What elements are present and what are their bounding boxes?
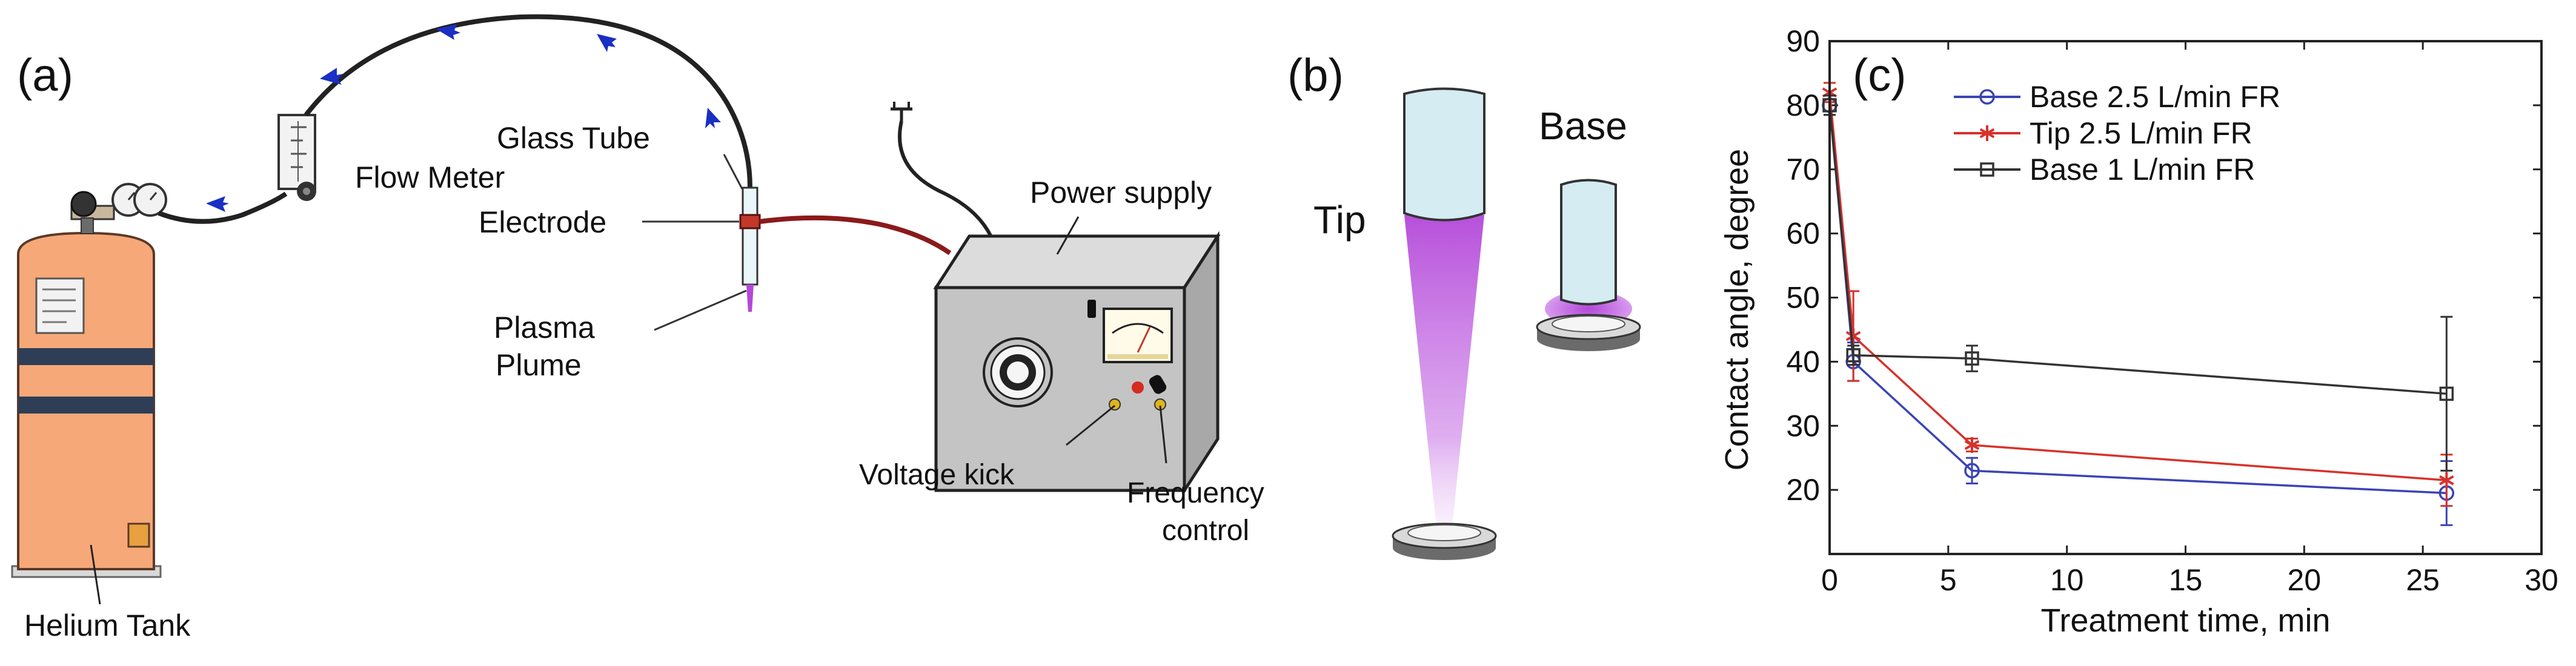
plasma-label-line2: Plume xyxy=(496,348,582,382)
gas-hose-arch xyxy=(304,14,752,188)
power-supply-box xyxy=(933,231,1221,496)
panel-a-setup-diagram: (a) xyxy=(11,14,1264,642)
frequency-leader xyxy=(1159,405,1167,464)
y-axis-label: Contact angle, degree xyxy=(1719,149,1755,470)
legend-entry-label: Base 1 L/min FR xyxy=(2030,153,2255,186)
x-tick-label: 30 xyxy=(2525,563,2558,597)
data-point xyxy=(2439,386,2454,401)
data-point xyxy=(1845,328,1861,345)
y-tick-label: 60 xyxy=(1786,217,1820,251)
tip-glass-tube xyxy=(1403,87,1486,222)
helium-tank-label: Helium Tank xyxy=(24,608,191,642)
base-sample xyxy=(1552,315,1625,332)
star-stroke xyxy=(1964,440,1980,450)
series-2 xyxy=(1822,94,2454,472)
power-supply-label: Power supply xyxy=(1030,176,1212,209)
plasma-leader xyxy=(654,289,747,331)
legend-entry-label: Tip 2.5 L/min FR xyxy=(2030,116,2252,150)
data-point xyxy=(1964,437,1980,453)
legend-entry-label: Base 2.5 L/min FR xyxy=(2030,80,2280,114)
series-line xyxy=(1828,105,2447,395)
base-glass-tube xyxy=(1560,179,1617,306)
series-line xyxy=(1828,92,2447,481)
legend-marker xyxy=(1980,162,1994,177)
tip-sample xyxy=(1407,524,1481,541)
legend-marker xyxy=(1979,89,1995,105)
voltage-kick-label: Voltage kick xyxy=(859,459,1015,491)
helium-tank-leader xyxy=(90,544,101,605)
y-tick-label: 70 xyxy=(1786,153,1820,186)
legend-marker xyxy=(1979,125,1995,141)
panel-b-tag: (b) xyxy=(1287,50,1344,101)
electrode-ring xyxy=(739,214,761,229)
panel-b-plasma-modes: (b) Tip Base xyxy=(1287,50,1641,560)
panel-a-tag: (a) xyxy=(17,50,73,101)
chart-ticks: 0 5 10 15 20 25 30 20 30 40 50 60 70 80 90 xyxy=(1786,24,2558,597)
analog-meter xyxy=(1103,308,1173,363)
data-point xyxy=(1965,351,1979,366)
base-mode-illustration xyxy=(1536,179,1641,351)
star-stroke xyxy=(1979,128,1995,139)
flow-meter xyxy=(277,114,316,201)
base-label: Base xyxy=(1539,104,1627,148)
chart-series xyxy=(1822,82,2455,526)
x-tick-label: 25 xyxy=(2406,563,2440,597)
star-stroke xyxy=(2439,475,2454,486)
y-tick-label: 50 xyxy=(1786,281,1820,315)
tip-mode-illustration xyxy=(1392,87,1497,560)
data-point xyxy=(1964,463,1980,479)
x-axis-label: Treatment time, min xyxy=(2040,602,2330,639)
x-tick-label: 5 xyxy=(1940,563,1957,597)
panel-c-tag: (c) xyxy=(1853,50,1907,101)
tip-label: Tip xyxy=(1313,198,1366,242)
data-point xyxy=(2439,472,2454,489)
y-tick-label: 80 xyxy=(1786,88,1820,122)
toggle-switch xyxy=(1087,300,1096,318)
y-tick-label: 20 xyxy=(1786,473,1820,507)
glass-tube-label: Glass Tube xyxy=(497,121,650,155)
flow-arrows xyxy=(206,24,721,212)
voltage-kick-leader xyxy=(1066,404,1115,446)
flow-meter-label: Flow Meter xyxy=(355,160,505,194)
frequency-knob xyxy=(1149,375,1167,394)
y-tick-label: 30 xyxy=(1786,409,1820,443)
voltage-kick-button xyxy=(1132,381,1144,394)
hv-cable xyxy=(759,215,952,256)
helium-tank xyxy=(11,183,167,578)
tip-plasma-plume xyxy=(1404,215,1484,533)
data-point xyxy=(1846,348,1861,363)
glass-tube-leader xyxy=(723,154,743,190)
glass-tube xyxy=(739,186,761,312)
panel-c-contact-angle-chart: (c) 0 5 10 15 20 25 30 20 30 40 50 60 70 80 90 Treatme… xyxy=(1719,24,2558,639)
star-stroke xyxy=(1845,331,1861,341)
frequency-label-line1: Frequency xyxy=(1127,477,1264,509)
power-cord xyxy=(898,120,995,243)
power-supply-leader xyxy=(1056,216,1080,255)
frequency-dial xyxy=(983,337,1053,407)
plasma-label-line1: Plasma xyxy=(494,311,595,345)
y-tick-label: 40 xyxy=(1786,345,1820,378)
x-tick-label: 0 xyxy=(1821,563,1838,597)
power-plug-icon xyxy=(891,102,912,121)
x-tick-label: 10 xyxy=(2050,563,2084,597)
x-tick-label: 15 xyxy=(2169,563,2203,597)
plot-area-frame xyxy=(1828,40,2543,555)
plasma-plume xyxy=(746,285,754,312)
x-tick-label: 20 xyxy=(2288,563,2322,597)
frequency-label-line2: control xyxy=(1162,515,1249,547)
electrode-label: Electrode xyxy=(479,205,606,239)
gas-hose-lower xyxy=(158,191,288,224)
y-tick-label: 90 xyxy=(1786,24,1820,58)
